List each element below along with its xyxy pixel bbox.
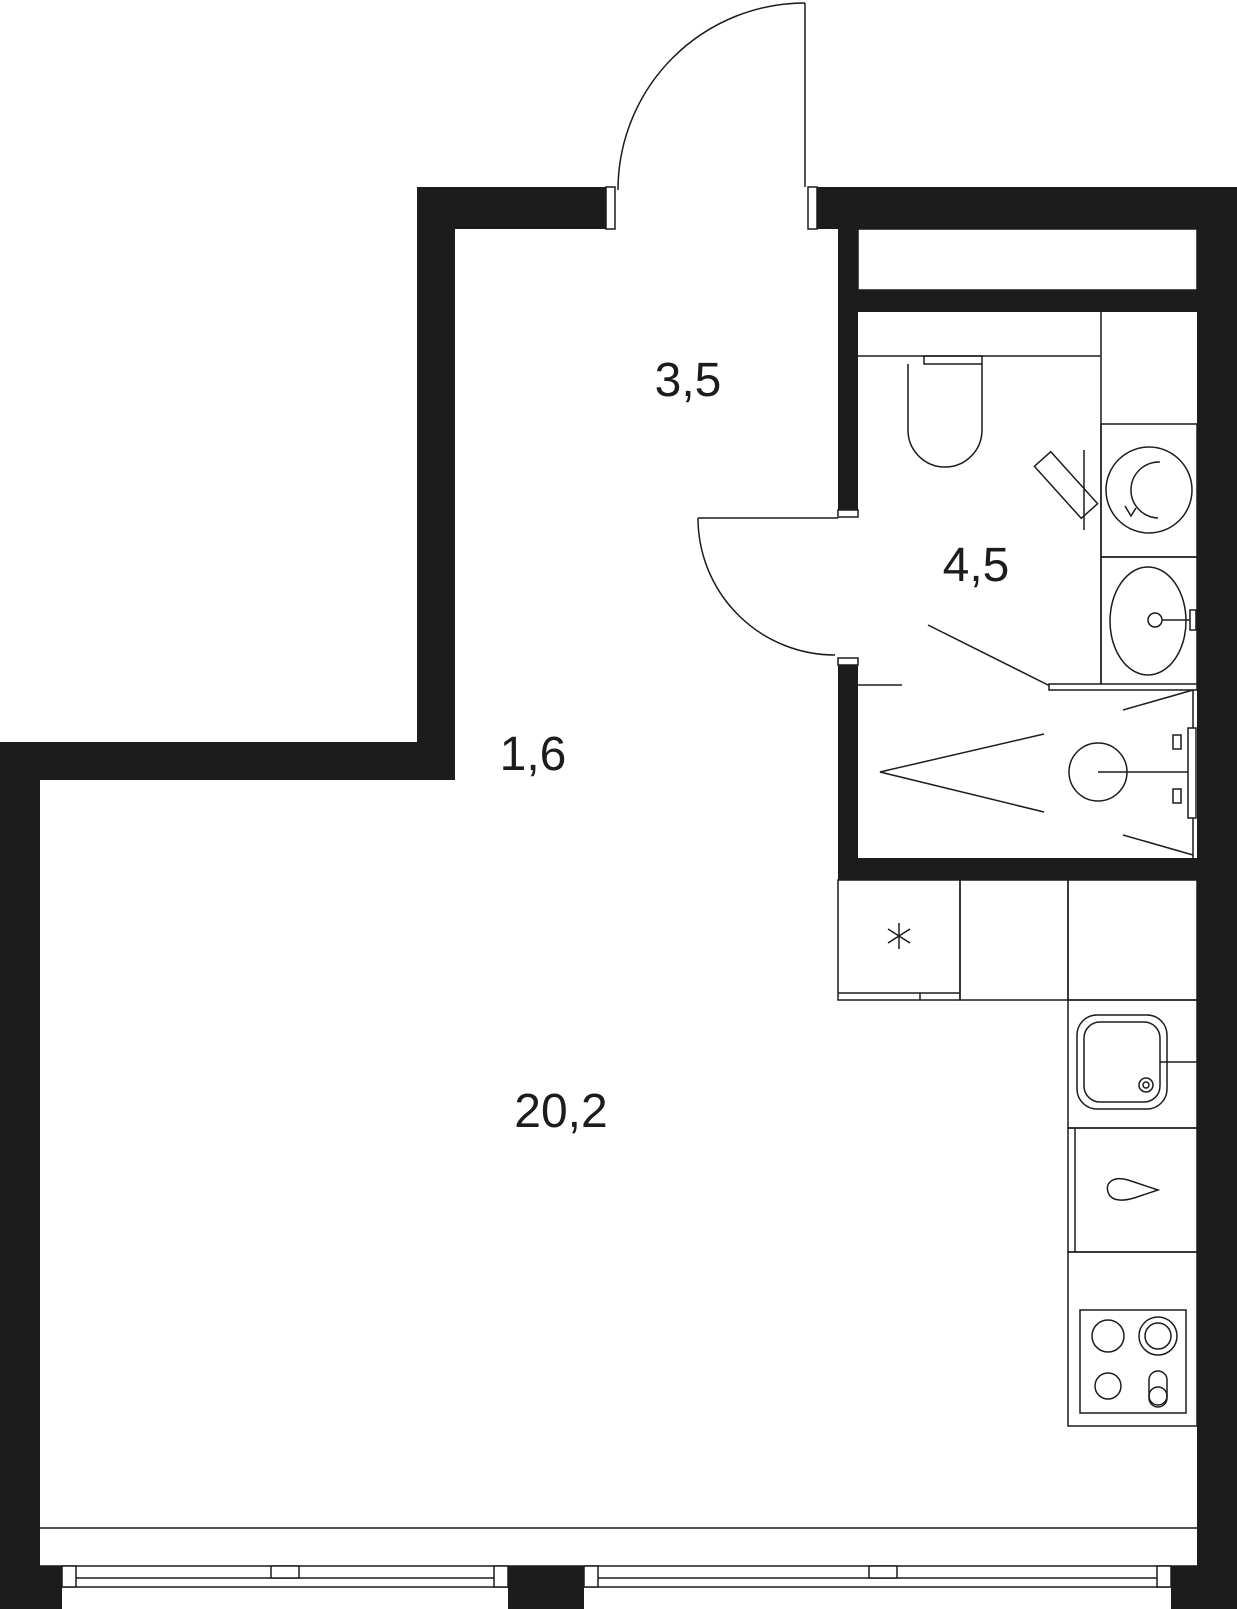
area-entry: 3,5 xyxy=(655,354,722,407)
toilet-icon xyxy=(907,355,983,468)
washing-machine-icon xyxy=(1100,423,1198,558)
wall-hall-left xyxy=(417,187,455,780)
shower-tray xyxy=(879,689,1194,858)
shower-head-icon xyxy=(1068,727,1197,819)
shower-screen xyxy=(858,624,1198,691)
tall-cabinet xyxy=(959,879,1069,1001)
wall-top-right xyxy=(808,187,1237,229)
walls xyxy=(0,187,1237,1609)
area-living: 20,2 xyxy=(514,1085,607,1138)
corner-cabinet xyxy=(1067,879,1198,1001)
wall-right xyxy=(1197,187,1237,1609)
door-jambs xyxy=(605,186,859,666)
wall-bottom-left xyxy=(0,1566,62,1609)
shaft xyxy=(857,228,1198,291)
window xyxy=(40,1527,1197,1588)
wall-bath-left-upper xyxy=(838,229,858,510)
wall-step xyxy=(0,742,455,780)
hob-icon xyxy=(1067,1251,1198,1427)
fridge xyxy=(837,879,961,1001)
wall-bottom-pier xyxy=(508,1566,584,1609)
wall-bottom-right xyxy=(1171,1566,1237,1609)
dishwasher-icon xyxy=(1067,1127,1198,1253)
area-corridor: 1,6 xyxy=(500,728,567,781)
wall-shaft-bottom xyxy=(838,290,1197,312)
entrance-door[interactable] xyxy=(617,2,806,191)
kitchen-sink-icon xyxy=(1067,999,1198,1129)
bathroom-door[interactable] xyxy=(697,517,838,656)
towel-rail-icon xyxy=(1033,450,1099,530)
kitchen-fixtures xyxy=(837,879,1198,1427)
wall-bath-bottom xyxy=(838,858,1197,880)
washbasin-icon xyxy=(1100,556,1198,687)
bathroom-fixtures xyxy=(858,312,1198,858)
wall-left xyxy=(0,742,40,1609)
snowflake-icon xyxy=(887,923,911,949)
area-labels: 3,5 1,6 4,5 20,2 xyxy=(500,354,1010,1138)
wall-bath-left-lower xyxy=(838,665,858,880)
area-bathroom: 4,5 xyxy=(943,539,1010,592)
